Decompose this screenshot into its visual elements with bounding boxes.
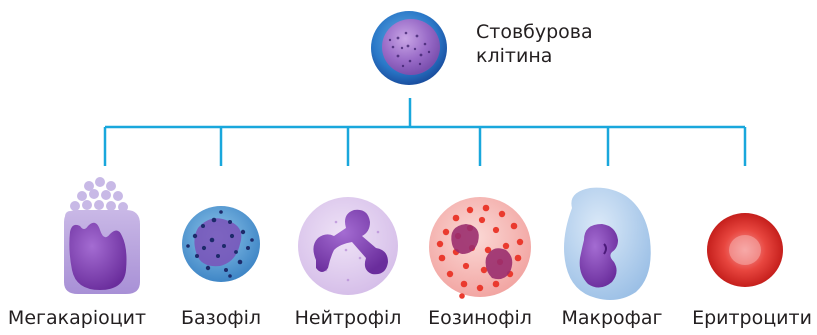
connector-lines (105, 98, 745, 166)
neutrophil-label: Нейтрофіл (295, 306, 402, 330)
erythrocytes-label: Еритроцити (692, 306, 812, 330)
stem-cell-label: Стовбурова клітина (476, 20, 593, 68)
stem-cell-illustration (371, 11, 447, 85)
eosinophil-label: Еозинофіл (428, 306, 532, 330)
basophil-label: Базофіл (181, 306, 261, 330)
megakaryocyte-label: Мегакаріоцит (8, 306, 146, 330)
erythrocyte-illustration (707, 213, 783, 287)
basophil-illustration (182, 206, 260, 282)
stem-cell-label-line2: клітина (476, 44, 593, 68)
megakaryocyte-illustration (64, 177, 140, 294)
stem-cell-label-line1: Стовбурова (476, 20, 593, 44)
macrophage-illustration (564, 188, 651, 300)
neutrophil-illustration (298, 197, 398, 295)
macrophage-label: Макрофаг (561, 306, 662, 330)
eosinophil-illustration (429, 197, 531, 299)
